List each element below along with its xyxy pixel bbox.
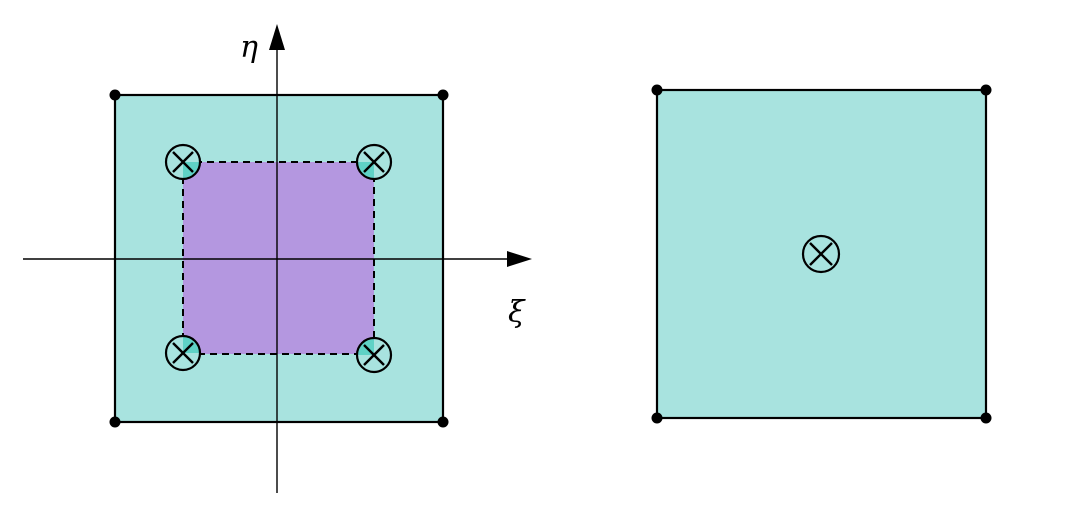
gauss-point-center-icon xyxy=(801,234,841,274)
gauss-point-icon xyxy=(164,334,202,372)
right-element-panel xyxy=(651,84,992,424)
xi-axis-label: ξ xyxy=(508,295,526,330)
gauss-point-icon xyxy=(164,143,202,181)
xi-axis-arrowhead-icon xyxy=(507,251,532,267)
node-dot-icon xyxy=(980,84,992,96)
gauss-point-icon xyxy=(355,336,393,374)
eta-axis xyxy=(269,24,285,493)
eta-axis-arrowhead-icon xyxy=(269,24,285,50)
gauss-point-icon xyxy=(355,143,393,181)
eta-axis-label: η xyxy=(240,30,258,65)
node-dot-icon xyxy=(651,412,663,424)
node-dot-icon xyxy=(437,416,449,428)
node-dot-icon xyxy=(109,416,121,428)
gauss-region-square xyxy=(182,161,375,355)
node-dot-icon xyxy=(109,89,121,101)
node-dot-icon xyxy=(980,412,992,424)
node-dot-icon xyxy=(437,89,449,101)
node-dot-icon xyxy=(651,84,663,96)
xi-axis xyxy=(23,251,532,267)
left-element-panel: η ξ xyxy=(23,24,532,493)
